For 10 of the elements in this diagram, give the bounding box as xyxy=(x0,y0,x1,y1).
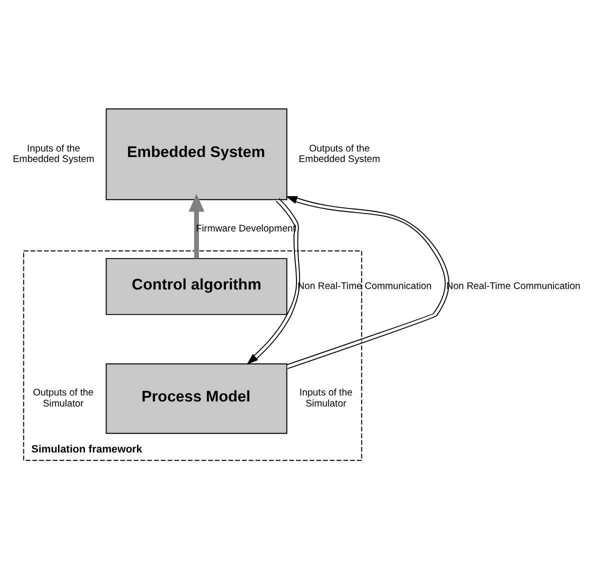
node-label: Inputs of the Simulator xyxy=(299,387,352,409)
node-label: Inputs of the Embedded System xyxy=(12,142,94,164)
node-box: Process Model xyxy=(106,362,288,434)
node-label: Outputs of the Embedded System xyxy=(298,142,380,164)
arrow xyxy=(246,197,300,364)
node-box: Control algorithm xyxy=(106,258,288,315)
node-label: Outputs of the Simulator xyxy=(32,387,94,409)
node-box: Embedded System xyxy=(106,108,288,200)
arrow xyxy=(188,193,204,258)
arrow xyxy=(286,196,450,369)
